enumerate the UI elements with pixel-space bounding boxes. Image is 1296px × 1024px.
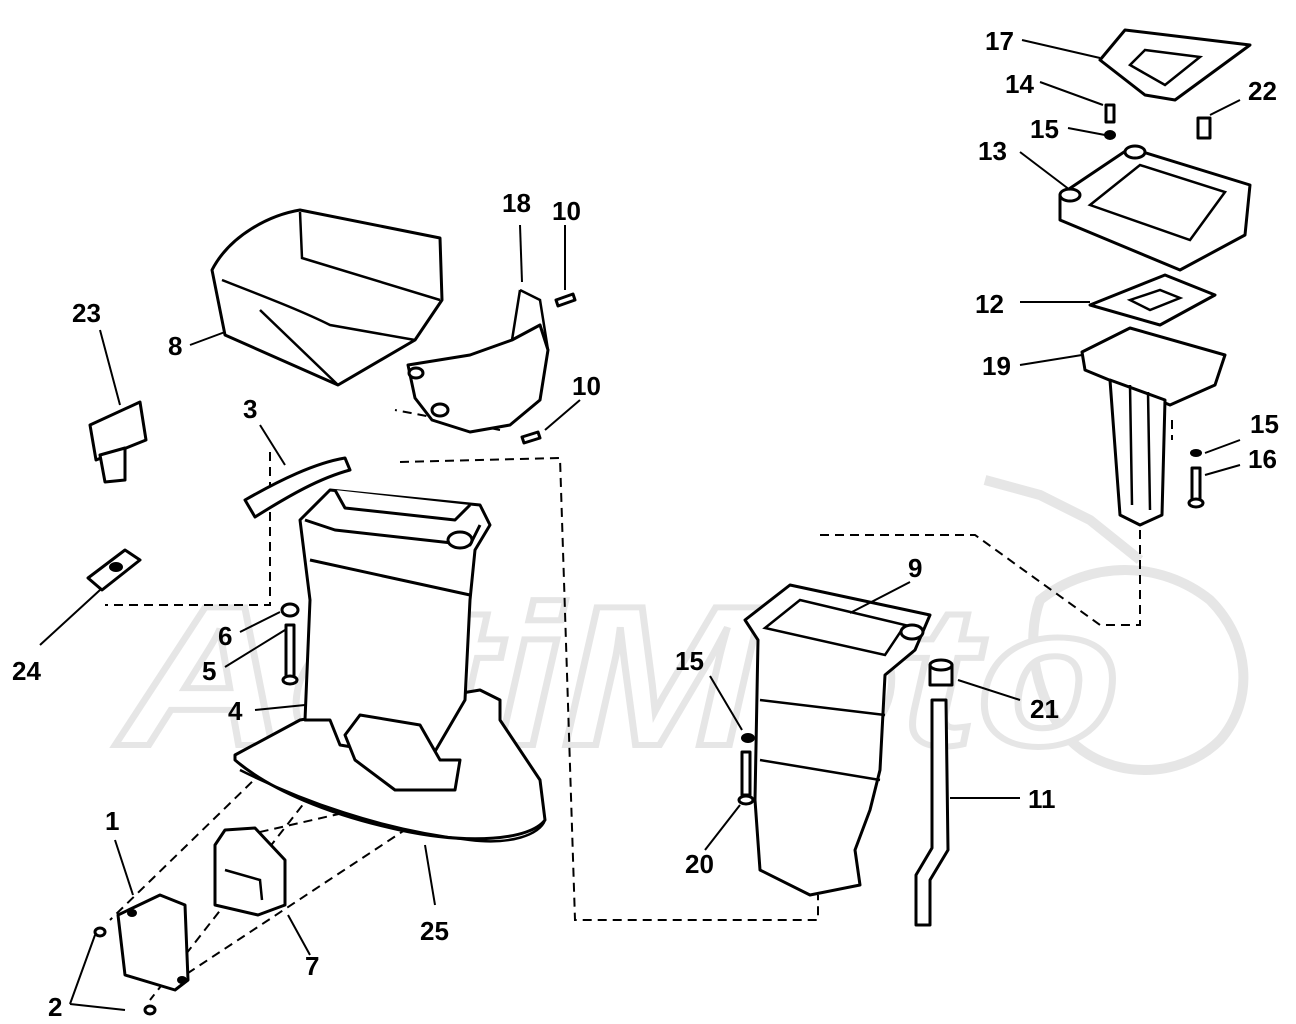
part-15-washer-a <box>741 733 755 743</box>
callout-6: 6 <box>218 621 232 651</box>
part-25-exhaust-housing <box>233 488 547 843</box>
part-23 <box>88 400 148 484</box>
callout-15-right: 15 <box>1250 409 1279 439</box>
watermark-motorcycle-icon <box>983 475 1249 775</box>
callout-9: 9 <box>908 553 922 583</box>
part-24-plate <box>86 548 142 592</box>
part-2-screws <box>93 926 157 1016</box>
part-5-bolt <box>281 623 299 686</box>
part-6-washer <box>280 602 300 618</box>
callout-17: 17 <box>985 26 1014 56</box>
part-15-washer-b <box>1104 130 1116 140</box>
part-1-cover-plate <box>116 893 190 992</box>
callout-24: 24 <box>12 656 41 686</box>
callout-7: 7 <box>305 951 319 981</box>
callout-10-upper: 10 <box>552 196 581 226</box>
callout-16: 16 <box>1248 444 1277 474</box>
callout-2: 2 <box>48 992 62 1022</box>
callout-1: 1 <box>105 806 119 836</box>
callout-21: 21 <box>1030 694 1059 724</box>
callout-25: 25 <box>420 916 449 946</box>
callout-14: 14 <box>1005 69 1034 99</box>
part-7-block <box>213 826 287 917</box>
callout-20: 20 <box>685 849 714 879</box>
callout-13: 13 <box>978 136 1007 166</box>
callout-5: 5 <box>202 656 216 686</box>
callout-15-top: 15 <box>1030 114 1059 144</box>
part-11-hose <box>914 698 950 927</box>
part-13-adapter-plate <box>1058 144 1252 272</box>
part-21-grommet <box>928 658 954 687</box>
callout-15-mid: 15 <box>675 646 704 676</box>
part-17-gasket <box>1098 28 1252 102</box>
part-15-washer-c <box>1190 449 1202 457</box>
part-19-exhaust-plate <box>1080 326 1227 527</box>
callout-8: 8 <box>168 331 182 361</box>
callout-labels: 1 2 3 4 5 6 7 8 9 10 10 11 12 13 14 15 1… <box>12 26 1279 1022</box>
part-12-gasket <box>1088 273 1217 327</box>
part-22-pin <box>1196 116 1212 140</box>
part-18-bracket <box>406 288 550 434</box>
part-9-exhaust-tube <box>743 583 932 897</box>
callout-18: 18 <box>502 188 531 218</box>
part-8-cowl <box>210 208 444 387</box>
part-20-bolt <box>737 750 755 806</box>
callout-10-lower: 10 <box>572 371 601 401</box>
part-16-bolt <box>1187 466 1205 509</box>
part-10-screws <box>520 292 577 445</box>
callout-22: 22 <box>1248 76 1277 106</box>
callout-11: 11 <box>1028 784 1056 814</box>
callout-19: 19 <box>982 351 1011 381</box>
callout-12: 12 <box>975 289 1004 319</box>
callout-23: 23 <box>72 298 101 328</box>
part-3-seal <box>243 456 352 519</box>
part-14-bolt <box>1104 103 1116 124</box>
callout-3: 3 <box>243 394 257 424</box>
leader-lines <box>39 39 1241 1011</box>
callout-4: 4 <box>228 696 243 726</box>
